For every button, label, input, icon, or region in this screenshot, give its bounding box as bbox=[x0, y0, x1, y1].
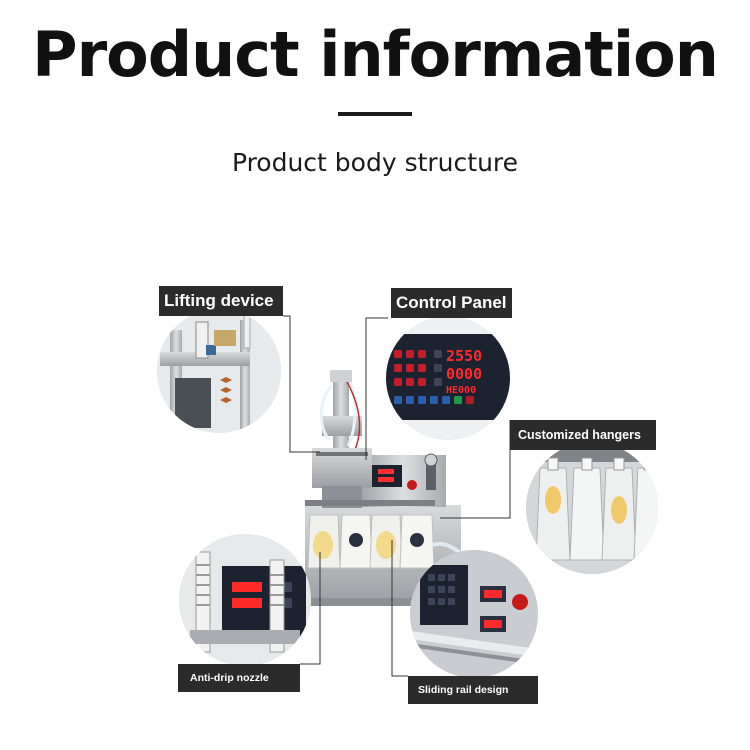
top-readout: 2550 bbox=[446, 347, 482, 365]
control-panel-label: Control Panel bbox=[388, 288, 512, 318]
sliding-rail bbox=[305, 500, 435, 506]
anti-drip-nozzle-label: Anti-drip nozzle bbox=[178, 664, 300, 692]
control-panel-detail: 2550 0000 HE000 bbox=[386, 316, 510, 440]
page-title: Product information bbox=[32, 18, 719, 91]
emergency-stop-icon bbox=[407, 480, 417, 490]
panel-face bbox=[386, 334, 510, 420]
machine-control-panel bbox=[372, 465, 402, 487]
bottom-readout: 0000 bbox=[446, 365, 482, 383]
page-subtitle: Product body structure bbox=[231, 148, 519, 177]
anti-drip-detail bbox=[179, 534, 311, 666]
title-divider bbox=[338, 112, 412, 116]
air-regulator bbox=[426, 460, 436, 490]
lifting-device-detail bbox=[157, 309, 281, 433]
filling-machine bbox=[300, 370, 472, 606]
machine-base-edge bbox=[300, 598, 466, 606]
sliding-rail-detail bbox=[410, 550, 538, 678]
emergency-stop-icon bbox=[512, 594, 528, 610]
sliding-rail-label: Sliding rail design bbox=[408, 676, 538, 704]
leader-lines bbox=[283, 315, 511, 677]
hangers-detail bbox=[526, 442, 658, 574]
customized-hangers-label: Customized hangers bbox=[510, 420, 656, 450]
filled-pouches bbox=[307, 514, 435, 569]
counter-readout: HE000 bbox=[446, 385, 476, 396]
keypad bbox=[394, 350, 426, 386]
lifting-device-label: Lifting device bbox=[156, 286, 283, 316]
